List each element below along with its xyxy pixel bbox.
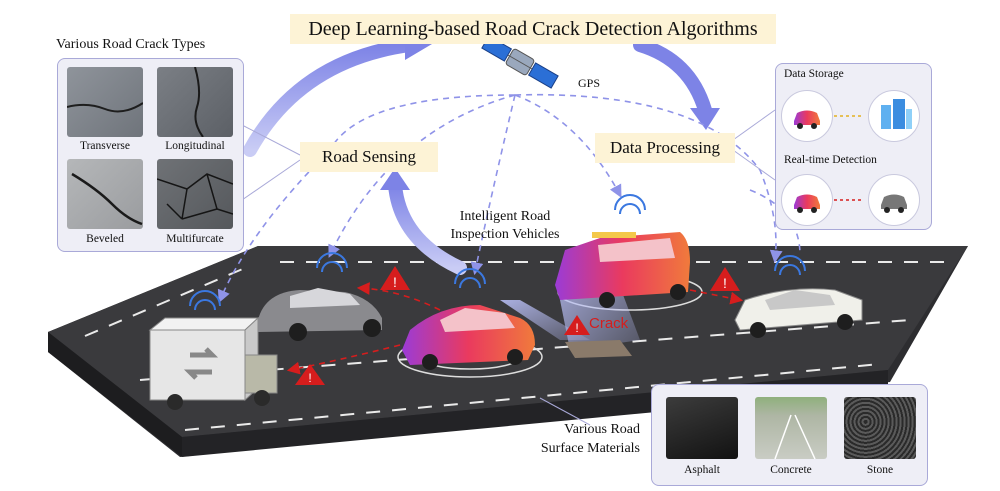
material-thumb-asphalt xyxy=(666,397,738,459)
crack-thumb-beveled xyxy=(67,159,143,229)
white-car-icon xyxy=(734,288,863,338)
material-caption: Concrete xyxy=(770,464,812,476)
gps-label: GPS xyxy=(578,76,601,90)
crack-thumb-transverse xyxy=(67,67,143,137)
material-thumb-stone xyxy=(844,397,916,459)
arrow-down-right xyxy=(633,38,712,117)
material-caption: Asphalt xyxy=(684,464,720,476)
grey-car-icon xyxy=(868,174,920,226)
crack-types-panel: Transverse Longitudinal Beveled Multifur… xyxy=(57,58,244,252)
crack-caption: Longitudinal xyxy=(165,140,225,152)
crack-caption: Multifurcate xyxy=(166,233,224,245)
car-icon xyxy=(781,90,833,142)
arrow-up-center xyxy=(388,178,467,275)
materials-label: Various Road Surface Materials xyxy=(512,420,640,458)
crack-types-title: Various Road Crack Types xyxy=(56,37,206,52)
stage-data-processing: Data Processing xyxy=(595,133,735,163)
arrow-up-left xyxy=(243,38,417,157)
crack-caption: Transverse xyxy=(79,140,131,152)
crack-thumb-multifurcate xyxy=(157,159,233,229)
stage-road-sensing: Road Sensing xyxy=(300,142,438,172)
warning-icons: ! ! ! ! xyxy=(295,266,740,385)
inspection-sedan-icon xyxy=(397,305,543,378)
inspection-suv-icon xyxy=(555,232,703,350)
vehicles-label-line2: Inspection Vehicles xyxy=(450,227,560,242)
realtime-detection-label: Real-time Detection xyxy=(784,154,877,166)
crack-thumb-longitudinal xyxy=(157,67,233,137)
inspection-vehicles-label: Intelligent Road Inspection Vehicles xyxy=(440,208,570,244)
svg-text:!: ! xyxy=(723,275,727,291)
materials-panel: Asphalt Concrete Stone xyxy=(651,384,928,486)
wifi-signal-icons xyxy=(189,194,806,311)
svg-text:!: ! xyxy=(308,371,311,385)
car-icon xyxy=(781,174,833,226)
crack-caption: Beveled xyxy=(86,233,124,245)
svg-text:!: ! xyxy=(393,274,397,290)
svg-text:!: ! xyxy=(575,321,578,335)
diagram-title: Deep Learning-based Road Crack Detection… xyxy=(290,14,776,44)
grey-car-icon xyxy=(258,288,382,341)
crack-label: Crack xyxy=(589,315,629,332)
data-storage-label: Data Storage xyxy=(784,68,844,80)
material-thumb-concrete xyxy=(755,397,827,459)
materials-label-line1: Various Road xyxy=(564,422,640,437)
materials-label-line2: Surface Materials xyxy=(540,441,640,456)
cloud-building-icon xyxy=(868,90,920,142)
crack-patch xyxy=(565,340,632,358)
vehicles-label-line1: Intelligent Road xyxy=(459,209,551,224)
data-processing-panel: Data Storage Real-time Detection xyxy=(775,63,932,230)
truck-icon xyxy=(148,316,278,410)
material-caption: Stone xyxy=(866,464,894,476)
